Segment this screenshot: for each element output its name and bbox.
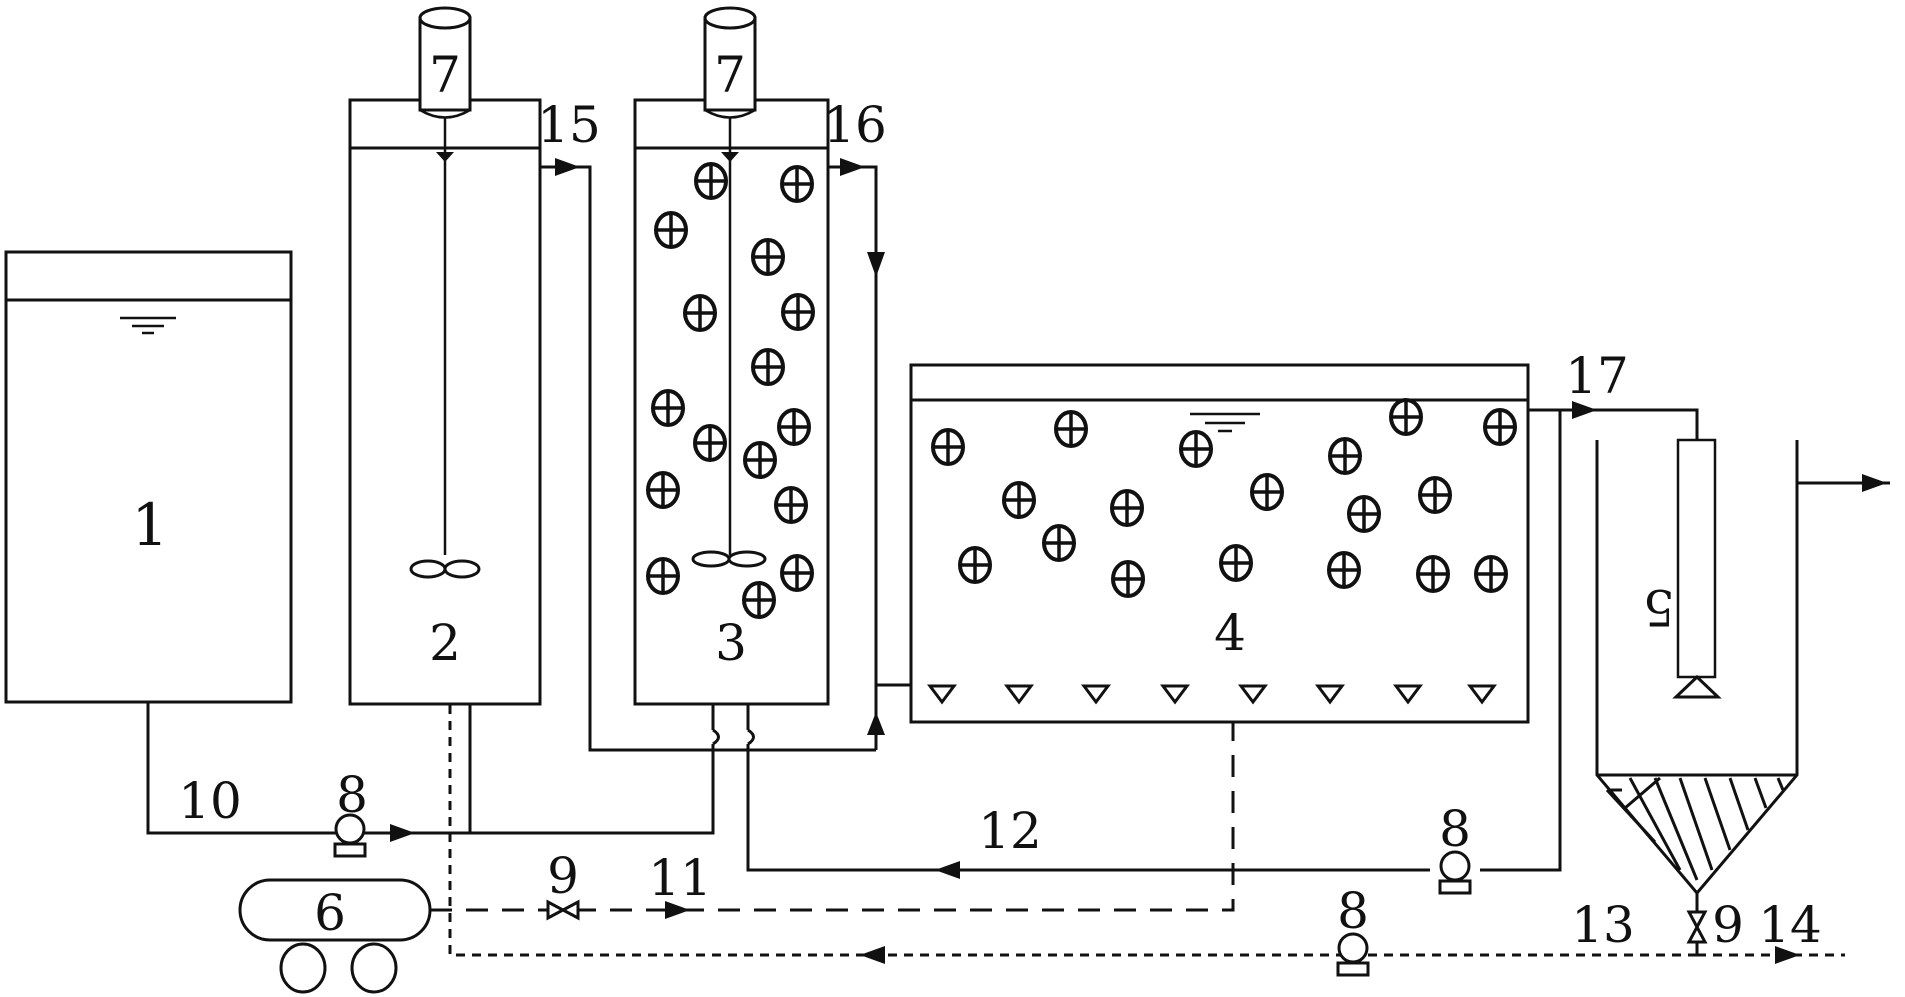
line-16: 16 xyxy=(823,96,911,750)
motor-right: 7 xyxy=(703,6,757,119)
line-13-label: 13 xyxy=(1571,896,1635,954)
air-valve: 9 xyxy=(546,847,580,921)
tank-2-label: 2 xyxy=(429,614,461,672)
tank-1-label: 1 xyxy=(132,491,169,559)
recycle-pump xyxy=(1438,850,1472,895)
recycle-pump-label: 8 xyxy=(1439,800,1471,858)
tank-5: 5 xyxy=(1595,438,1799,896)
line-16-label: 16 xyxy=(823,96,887,154)
effluent-line xyxy=(1797,474,1890,492)
tank-4: 4 xyxy=(909,363,1530,724)
air-valve-label: 9 xyxy=(547,847,579,905)
sludge-return-line-13: 13 xyxy=(448,704,1699,964)
excess-sludge-line-14: 14 xyxy=(1697,896,1845,964)
impeller-left xyxy=(409,559,447,579)
feed-line-10: 10 xyxy=(146,702,715,842)
motor-right-label: 7 xyxy=(714,46,746,104)
tank-3: 3 xyxy=(633,98,830,706)
sludge-pump-label: 8 xyxy=(1337,882,1369,940)
sludge-pump xyxy=(1336,932,1370,977)
line-17-label: 17 xyxy=(1565,347,1629,405)
sludge-valve: 9 xyxy=(1686,896,1744,954)
impeller-right xyxy=(691,550,731,568)
line-11-label: 11 xyxy=(648,849,712,907)
sludge-valve-label: 9 xyxy=(1712,896,1744,954)
air-line-11: 11 xyxy=(430,722,1235,919)
air-compressor: 6 xyxy=(238,878,432,994)
tank-1: 1 xyxy=(4,250,293,704)
line-10-label: 10 xyxy=(178,772,242,830)
feed-pump-label: 8 xyxy=(336,766,368,824)
line-17: 17 xyxy=(1528,347,1699,440)
line-12-label: 12 xyxy=(978,802,1042,860)
motor-left-label: 7 xyxy=(429,46,461,104)
line-14-label: 14 xyxy=(1758,896,1822,954)
tank-2: 2 xyxy=(348,98,542,706)
line-15: 15 xyxy=(537,96,876,752)
tank-4-label: 4 xyxy=(1214,604,1246,662)
line-15-label: 15 xyxy=(537,96,601,154)
compressor-label: 6 xyxy=(314,884,346,942)
pipe-crossovers xyxy=(711,704,755,746)
recycle-line-12: 12 xyxy=(746,410,1562,879)
tank-3-label: 3 xyxy=(715,614,747,672)
tank-5-label: 5 xyxy=(1643,578,1675,636)
motor-left: 7 xyxy=(418,6,472,119)
